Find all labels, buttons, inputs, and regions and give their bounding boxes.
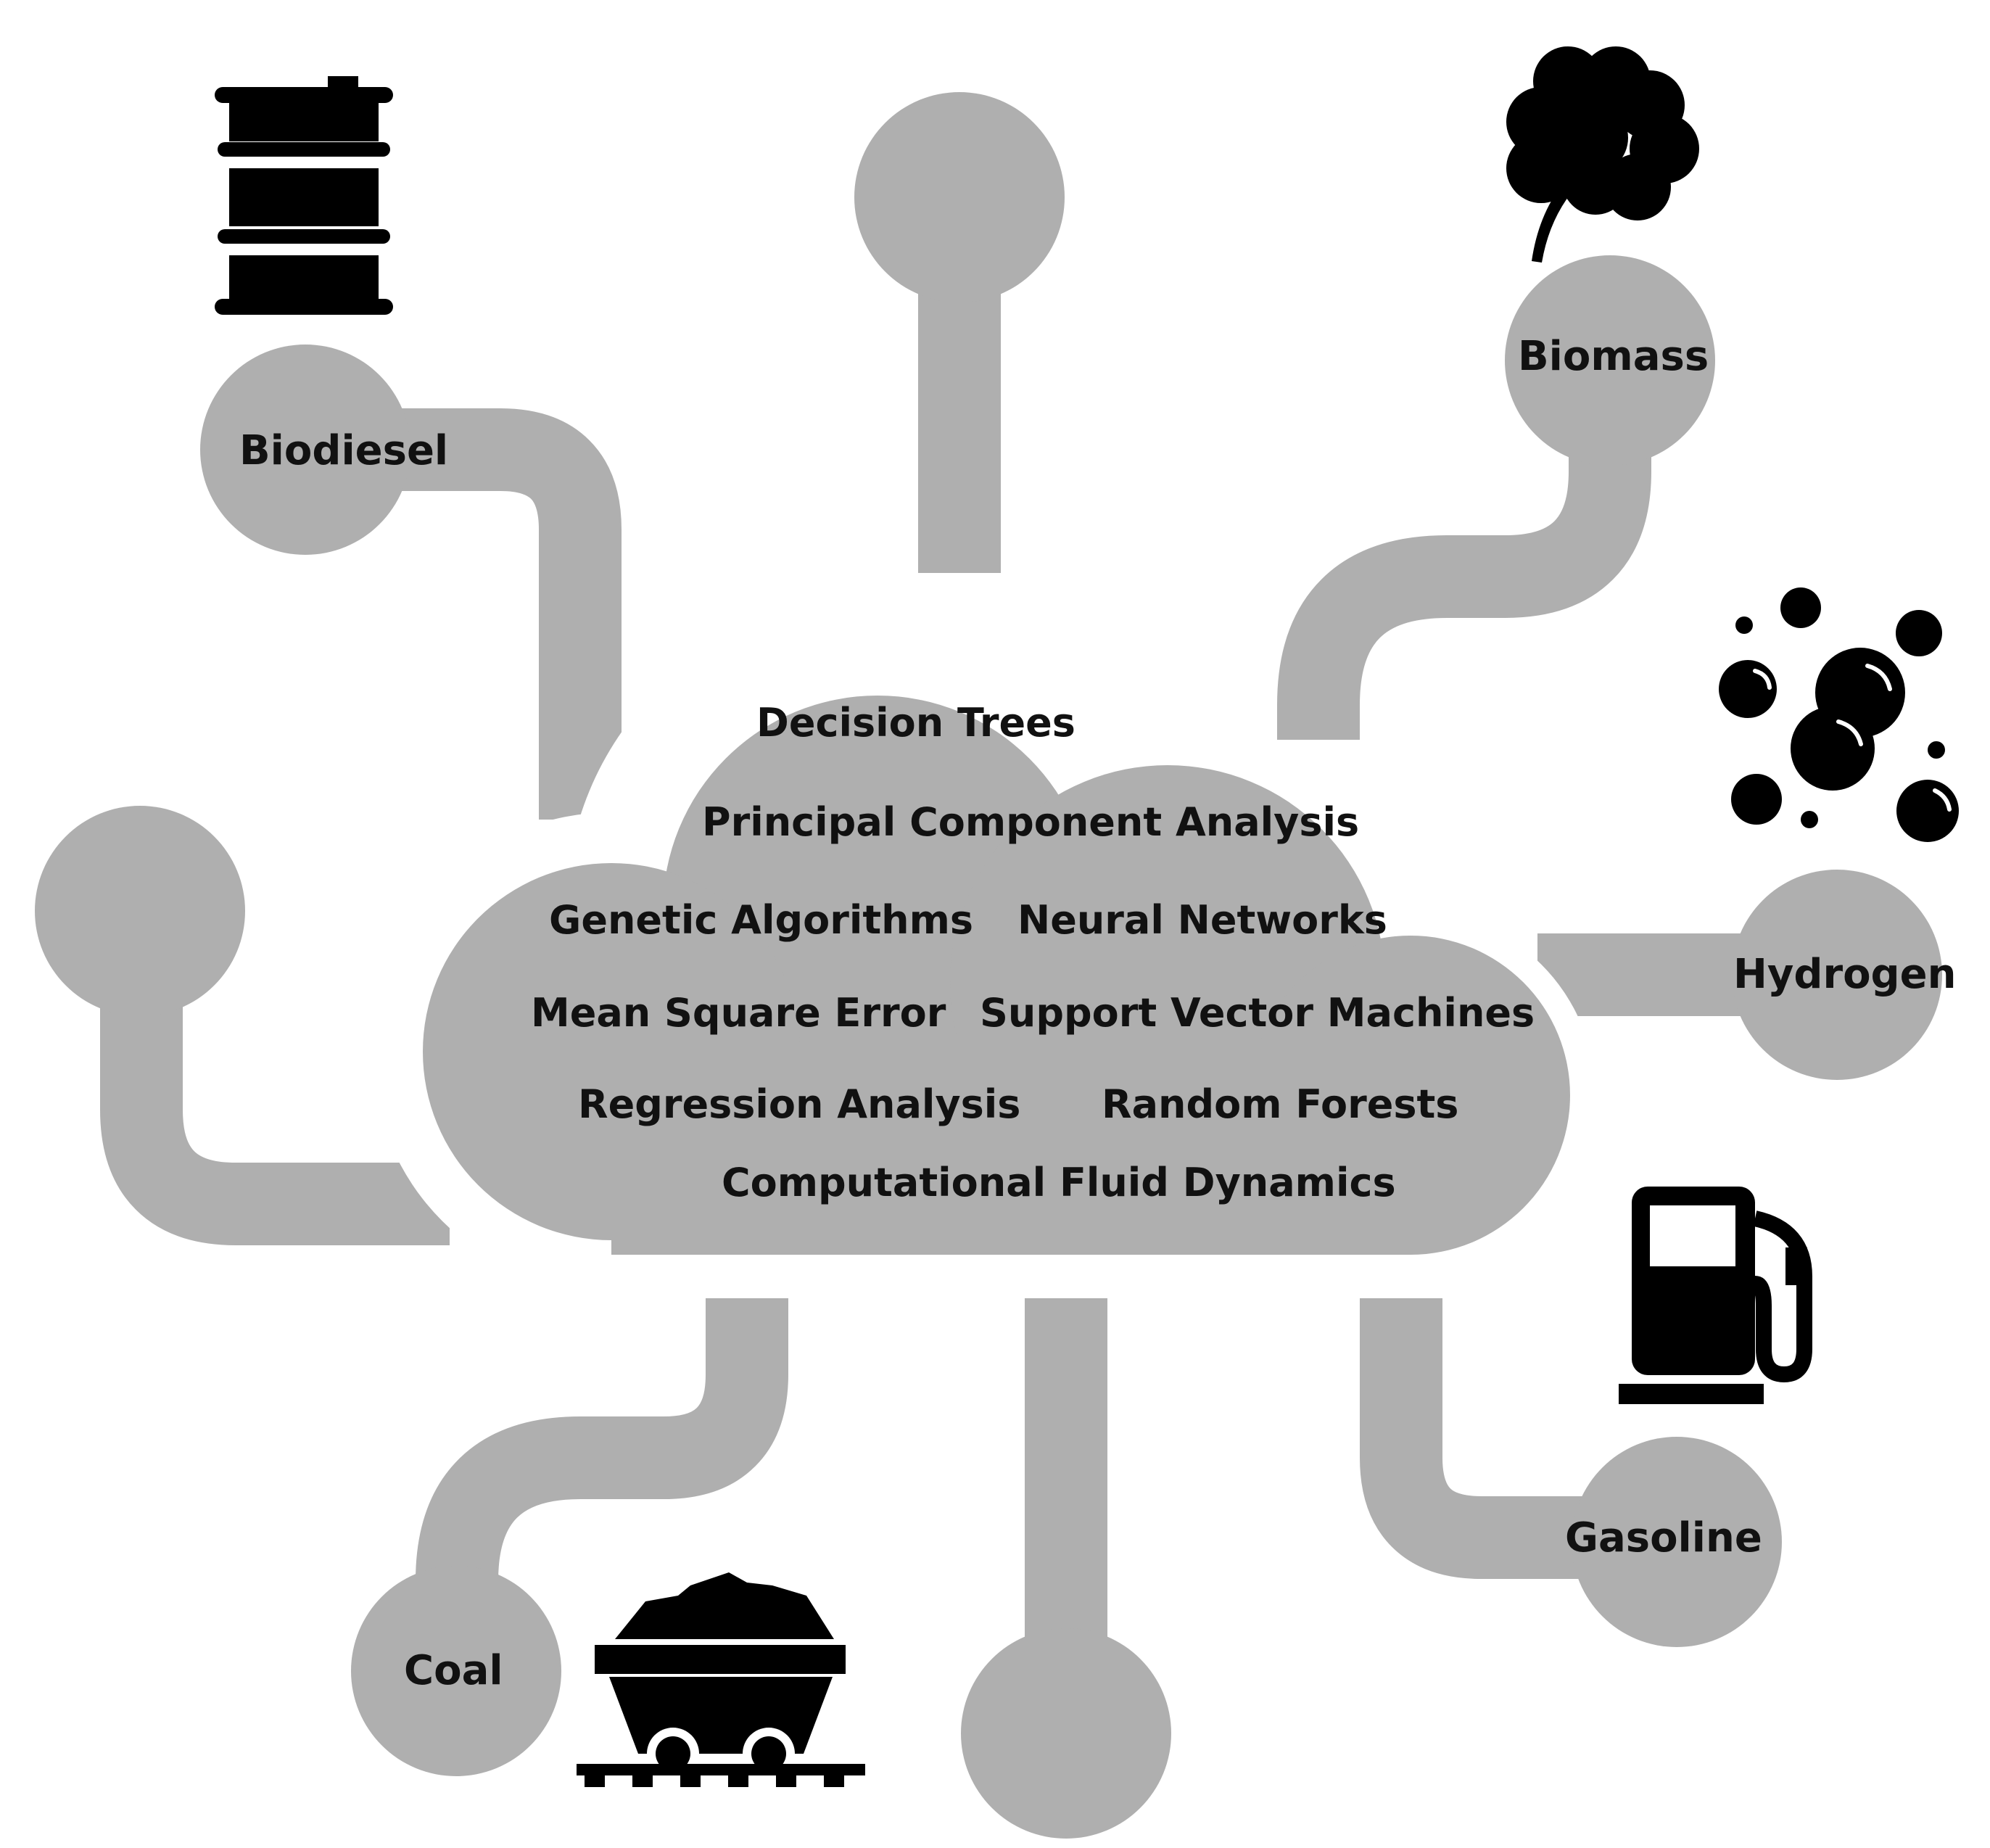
node-biodiesel: [200, 345, 410, 555]
coal-cart-icon: [577, 1572, 865, 1787]
connector-biodiesel: [305, 408, 622, 820]
label-coal: Coal: [404, 1647, 503, 1694]
ml-cloud: [372, 598, 1595, 1291]
node-left: [35, 806, 245, 1016]
bubbles-icon: [1719, 587, 1959, 842]
term-mean-square-error: Mean Square Error: [531, 990, 946, 1036]
label-gasoline: Gasoline: [1565, 1514, 1762, 1562]
term-decision-trees: Decision Trees: [756, 700, 1075, 746]
term-support-vector-machines: Support Vector Machines: [980, 990, 1535, 1036]
clover-icon: [1506, 46, 1699, 263]
node-hydrogen: [1732, 870, 1942, 1080]
term-genetic-algorithms: Genetic Algorithms: [549, 897, 973, 943]
connector-biomass: [1277, 355, 1651, 740]
connector-tracks: [100, 196, 1842, 1712]
connector-left: [100, 907, 450, 1245]
node-coal: [351, 1566, 561, 1776]
cloud-terms: Decision Trees Principal Component Analy…: [531, 700, 1535, 1205]
label-biomass: Biomass: [1518, 333, 1709, 380]
label-hydrogen: Hydrogen: [1733, 951, 1956, 998]
term-cfd: Computational Fluid Dynamics: [722, 1160, 1396, 1205]
node-top: [854, 92, 1065, 302]
term-neural-networks: Neural Networks: [1017, 897, 1387, 943]
node-gasoline: [1572, 1437, 1782, 1647]
fuel-labels: Biodiesel Biomass Hydrogen Gasoline Coal: [239, 333, 1956, 1694]
node-biomass: [1505, 255, 1715, 466]
fuel-pump-icon: [1619, 1187, 1812, 1404]
term-pca: Principal Component Analysis: [702, 799, 1359, 845]
node-bottom: [961, 1628, 1171, 1839]
oil-barrel-icon: [215, 76, 393, 315]
node-circles: [35, 92, 1942, 1839]
label-biodiesel: Biodiesel: [239, 427, 448, 474]
connector-gasoline: [1360, 1298, 1632, 1579]
term-random-forests: Random Forests: [1102, 1081, 1458, 1127]
term-regression-analysis: Regression Analysis: [578, 1081, 1020, 1127]
connector-coal: [416, 1298, 788, 1668]
